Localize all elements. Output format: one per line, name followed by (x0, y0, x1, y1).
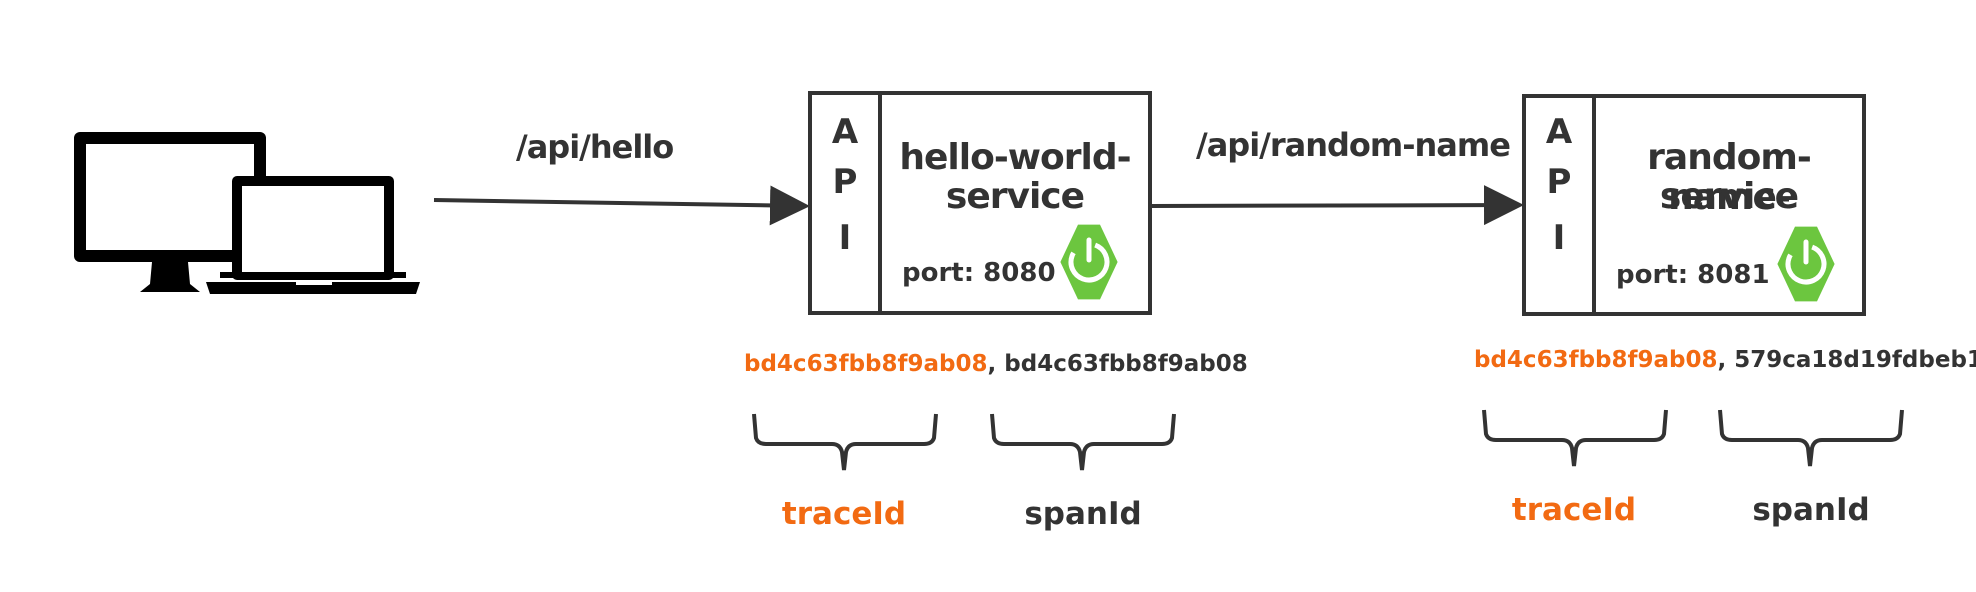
desktop-laptop-icon (74, 132, 420, 294)
edge-label-hello: /api/hello (516, 128, 674, 166)
id-separator: , (987, 351, 1005, 377)
trace-id-brace (1482, 409, 1668, 467)
trace-id-label: traceId (781, 496, 907, 532)
span-id-brace (1718, 409, 1904, 467)
span-id-value: bd4c63fbb8f9ab08 (1004, 351, 1248, 377)
ids-line: bd4c63fbb8f9ab08, 579ca18d19fdbeb1 (1474, 347, 1976, 373)
api-letter: P (1546, 162, 1572, 202)
span-id-value: 579ca18d19fdbeb1 (1734, 347, 1976, 373)
span-id-label: spanId (1752, 492, 1870, 528)
api-letter: A (831, 112, 859, 152)
edge-hello-arrow (433, 185, 810, 226)
api-letter: I (838, 218, 852, 258)
span-id-brace (990, 413, 1176, 471)
spring-boot-power-icon (1777, 226, 1835, 302)
service-port: port: 8080 (902, 258, 1056, 288)
service-name-line2: service (945, 176, 1085, 217)
service-port: port: 8081 (1616, 260, 1770, 290)
ids-line: bd4c63fbb8f9ab08, bd4c63fbb8f9ab08 (744, 351, 1248, 377)
spring-boot-power-icon (1060, 224, 1118, 300)
trace-id-brace (752, 413, 938, 471)
span-id-label: spanId (1024, 496, 1142, 532)
trace-id-label: traceId (1511, 492, 1637, 528)
api-letter: P (832, 162, 858, 202)
service-name-line1: hello-world- (899, 137, 1131, 178)
api-letter: A (1545, 112, 1573, 152)
edge-label-random-name: /api/random-name (1196, 126, 1511, 164)
service-name-line1: random-name- (1647, 137, 1812, 218)
trace-id-value: bd4c63fbb8f9ab08 (744, 351, 988, 377)
api-letter: I (1552, 218, 1566, 258)
trace-id-value: bd4c63fbb8f9ab08 (1474, 347, 1718, 373)
service-name-line2: service (1659, 176, 1799, 217)
id-separator: , (1717, 347, 1735, 373)
edge-random-name-arrow (1151, 185, 1524, 226)
